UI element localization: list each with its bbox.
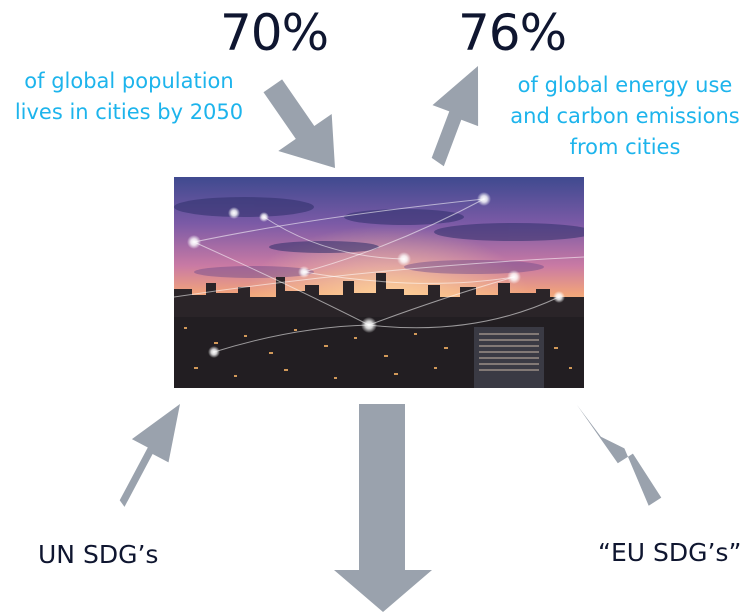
energy-caption-line-1: of global energy use: [517, 73, 733, 97]
arrow-city-to-energy: [431, 66, 479, 167]
population-caption-line-2: lives in cities by 2050: [14, 100, 244, 124]
arrow-un-sdg-into-city: [119, 404, 180, 507]
smart-city-image: [174, 177, 584, 388]
eu-sdg-label: “EU SDG’s”: [598, 538, 742, 567]
population-caption-line-1: of global population: [24, 69, 234, 93]
energy-stat-value: 76%: [458, 4, 567, 62]
energy-stat-caption: of global energy use and carbon emission…: [500, 70, 750, 163]
un-sdg-label: UN SDG’s: [38, 540, 159, 569]
arrow-city-output-down: [334, 404, 432, 612]
arrow-eu-sdg-into-city: [577, 405, 662, 506]
population-stat-caption: of global population lives in cities by …: [4, 66, 254, 128]
energy-caption-line-2: and carbon emissions: [510, 104, 740, 128]
arrow-population-into-city: [263, 79, 335, 168]
energy-caption-line-3: from cities: [569, 135, 681, 159]
population-stat-value: 70%: [220, 4, 329, 62]
